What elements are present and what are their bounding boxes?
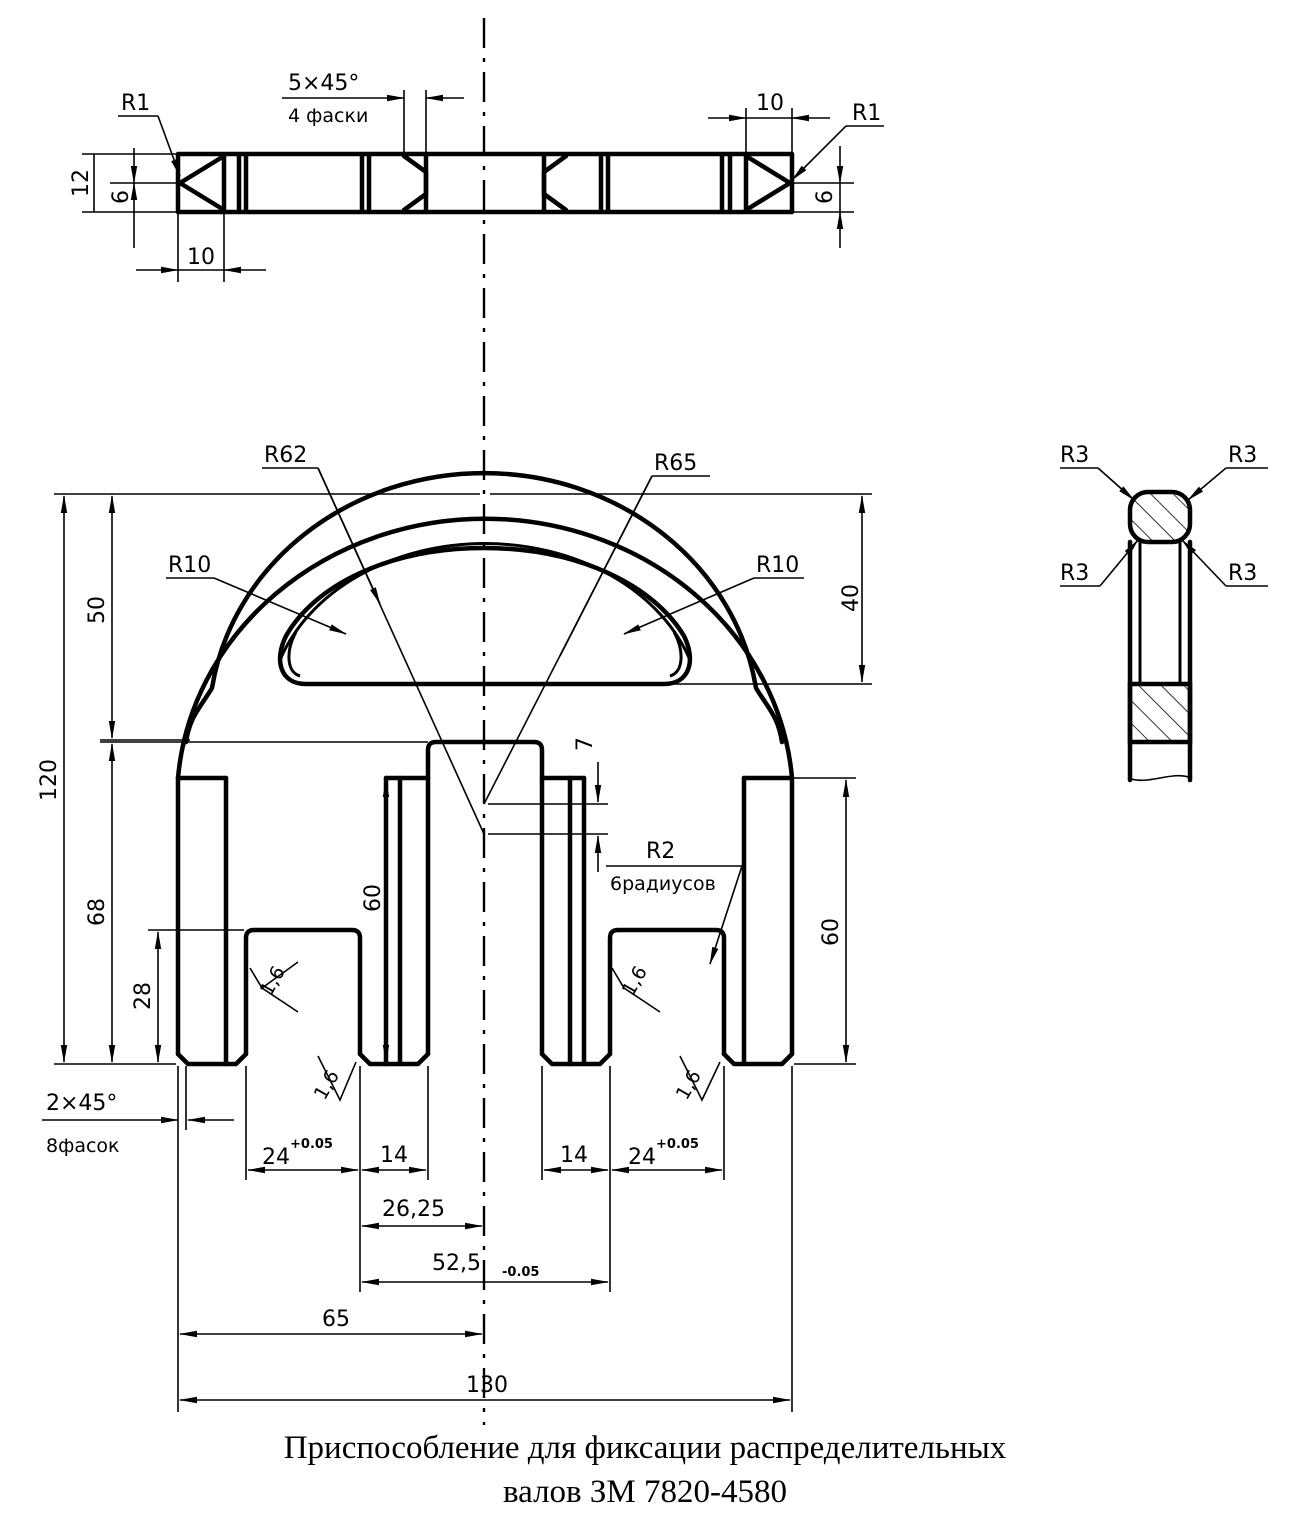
top-view: 12 6 R1 10 5×45° 4 фаски 10 R1: [69, 71, 884, 282]
radius-r62: R62: [264, 443, 307, 468]
radius-r10-left: R10: [168, 553, 211, 578]
drawing-caption-line-2: валов ЗМ 7820-4580: [503, 1474, 787, 1510]
inner-window: [277, 545, 693, 687]
dim-7: 7: [573, 737, 598, 751]
radius-r1-left: R1: [121, 91, 150, 116]
dim-130: 130: [466, 1373, 508, 1398]
dim-68: 68: [85, 898, 110, 926]
chamfer-8-fasok-label: 8фасок: [46, 1135, 120, 1157]
radius-r3-mid-left: R3: [1060, 561, 1089, 586]
radius-r1-right: R1: [852, 101, 881, 126]
chamfer-4-faski-label: 4 фаски: [288, 105, 368, 127]
dim-26-25: 26,25: [382, 1197, 445, 1222]
dim-120: 120: [37, 759, 62, 801]
dim-14-left: 14: [380, 1143, 408, 1168]
section-view: R3 R3 R3 R3: [1060, 443, 1268, 783]
section-head: [1127, 489, 1193, 545]
radius-r65: R65: [654, 451, 697, 476]
dim-24-left: 24: [262, 1145, 290, 1170]
dim-24-left-tolerance: +0.05: [290, 1137, 333, 1152]
dim-28: 28: [131, 982, 156, 1010]
dim-24-right-tolerance: +0.05: [656, 1137, 699, 1152]
dim-14-right: 14: [560, 1143, 588, 1168]
roughness-1: 1,6: [256, 962, 290, 999]
radius-r3-mid-right: R3: [1228, 561, 1257, 586]
chamfer-5x45-label: 5×45°: [288, 71, 359, 96]
drawing-caption-line-1: Приспособление для фиксации распределите…: [283, 1430, 1007, 1466]
dim-60-left: 60: [361, 884, 386, 912]
roughness-2: 1,6: [618, 962, 652, 999]
dim-52-5-tolerance: -0.05: [502, 1265, 539, 1280]
dim-12: 12: [69, 169, 94, 197]
dim-10-right: 10: [756, 91, 784, 116]
dim-50: 50: [85, 596, 110, 624]
dim-24-right: 24: [628, 1145, 656, 1170]
radius-r2: R2: [646, 839, 675, 864]
section-hatch: [1127, 681, 1193, 745]
dim-52-5: 52,5: [432, 1251, 481, 1276]
dim-40: 40: [839, 584, 864, 612]
radius-r3-top-right: R3: [1228, 443, 1257, 468]
radius-r2-count: 6радиусов: [610, 873, 716, 895]
dim-65: 65: [322, 1307, 350, 1332]
radius-r3-top-left: R3: [1060, 443, 1089, 468]
dim-60-right: 60: [819, 918, 844, 946]
chamfer-2x45-label: 2×45°: [46, 1091, 117, 1116]
radius-r10-right: R10: [756, 553, 799, 578]
dim-6-right: 6: [813, 190, 838, 204]
dim-10-left: 10: [187, 245, 215, 270]
front-view: 120 50 68 28 40 60 60: [37, 443, 872, 1412]
dim-6-left: 6: [109, 190, 134, 204]
